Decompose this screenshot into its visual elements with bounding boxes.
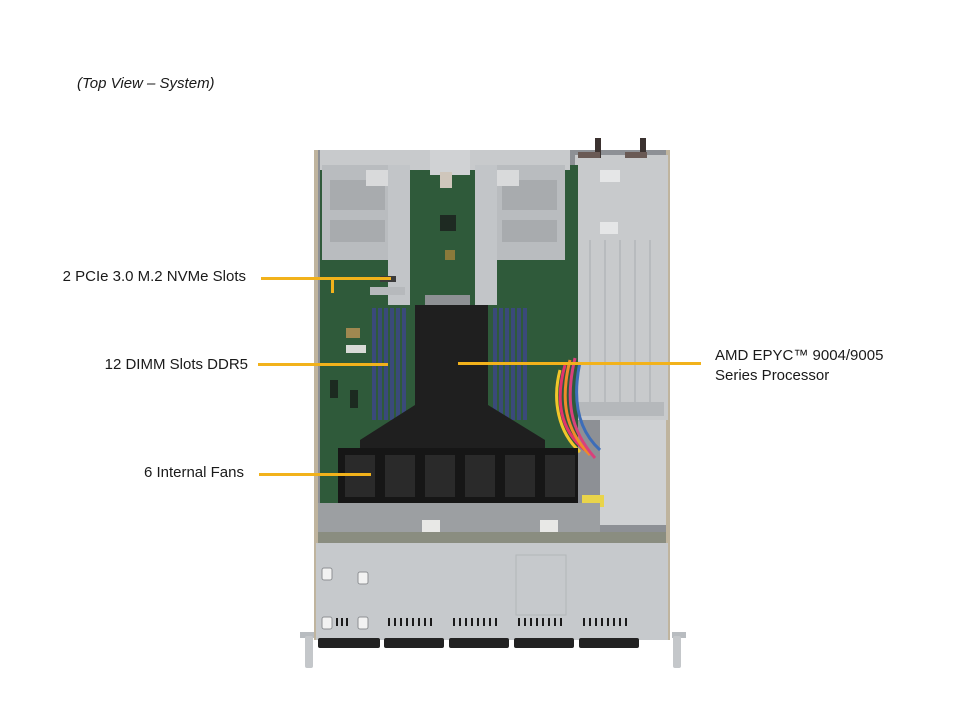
leader-line-cpu: [458, 362, 701, 365]
callout-nvme-label: 2 PCIe 3.0 M.2 NVMe Slots: [62, 268, 246, 285]
fan-row: [338, 448, 578, 503]
callout-dimm-label: 12 DIMM Slots DDR5: [104, 356, 248, 373]
leader-line-nvme-drop: [331, 277, 334, 293]
callout-fans-label: 6 Internal Fans: [143, 464, 244, 481]
leader-line-fans: [259, 473, 371, 476]
callout-cpu-line2: Series Processor: [715, 367, 830, 384]
rack-ear-left-icon: [300, 632, 314, 668]
leader-line-nvme: [261, 277, 391, 280]
figure-title: (Top View – System): [77, 75, 215, 92]
leader-line-dimm: [258, 363, 388, 366]
callout-cpu-line1: AMD EPYC™ 9004/9005: [715, 347, 884, 364]
rack-ear-right-icon: [672, 632, 686, 668]
callout-cpu-label: AMD EPYC™ 9004/9005 Series Processor: [715, 346, 883, 386]
